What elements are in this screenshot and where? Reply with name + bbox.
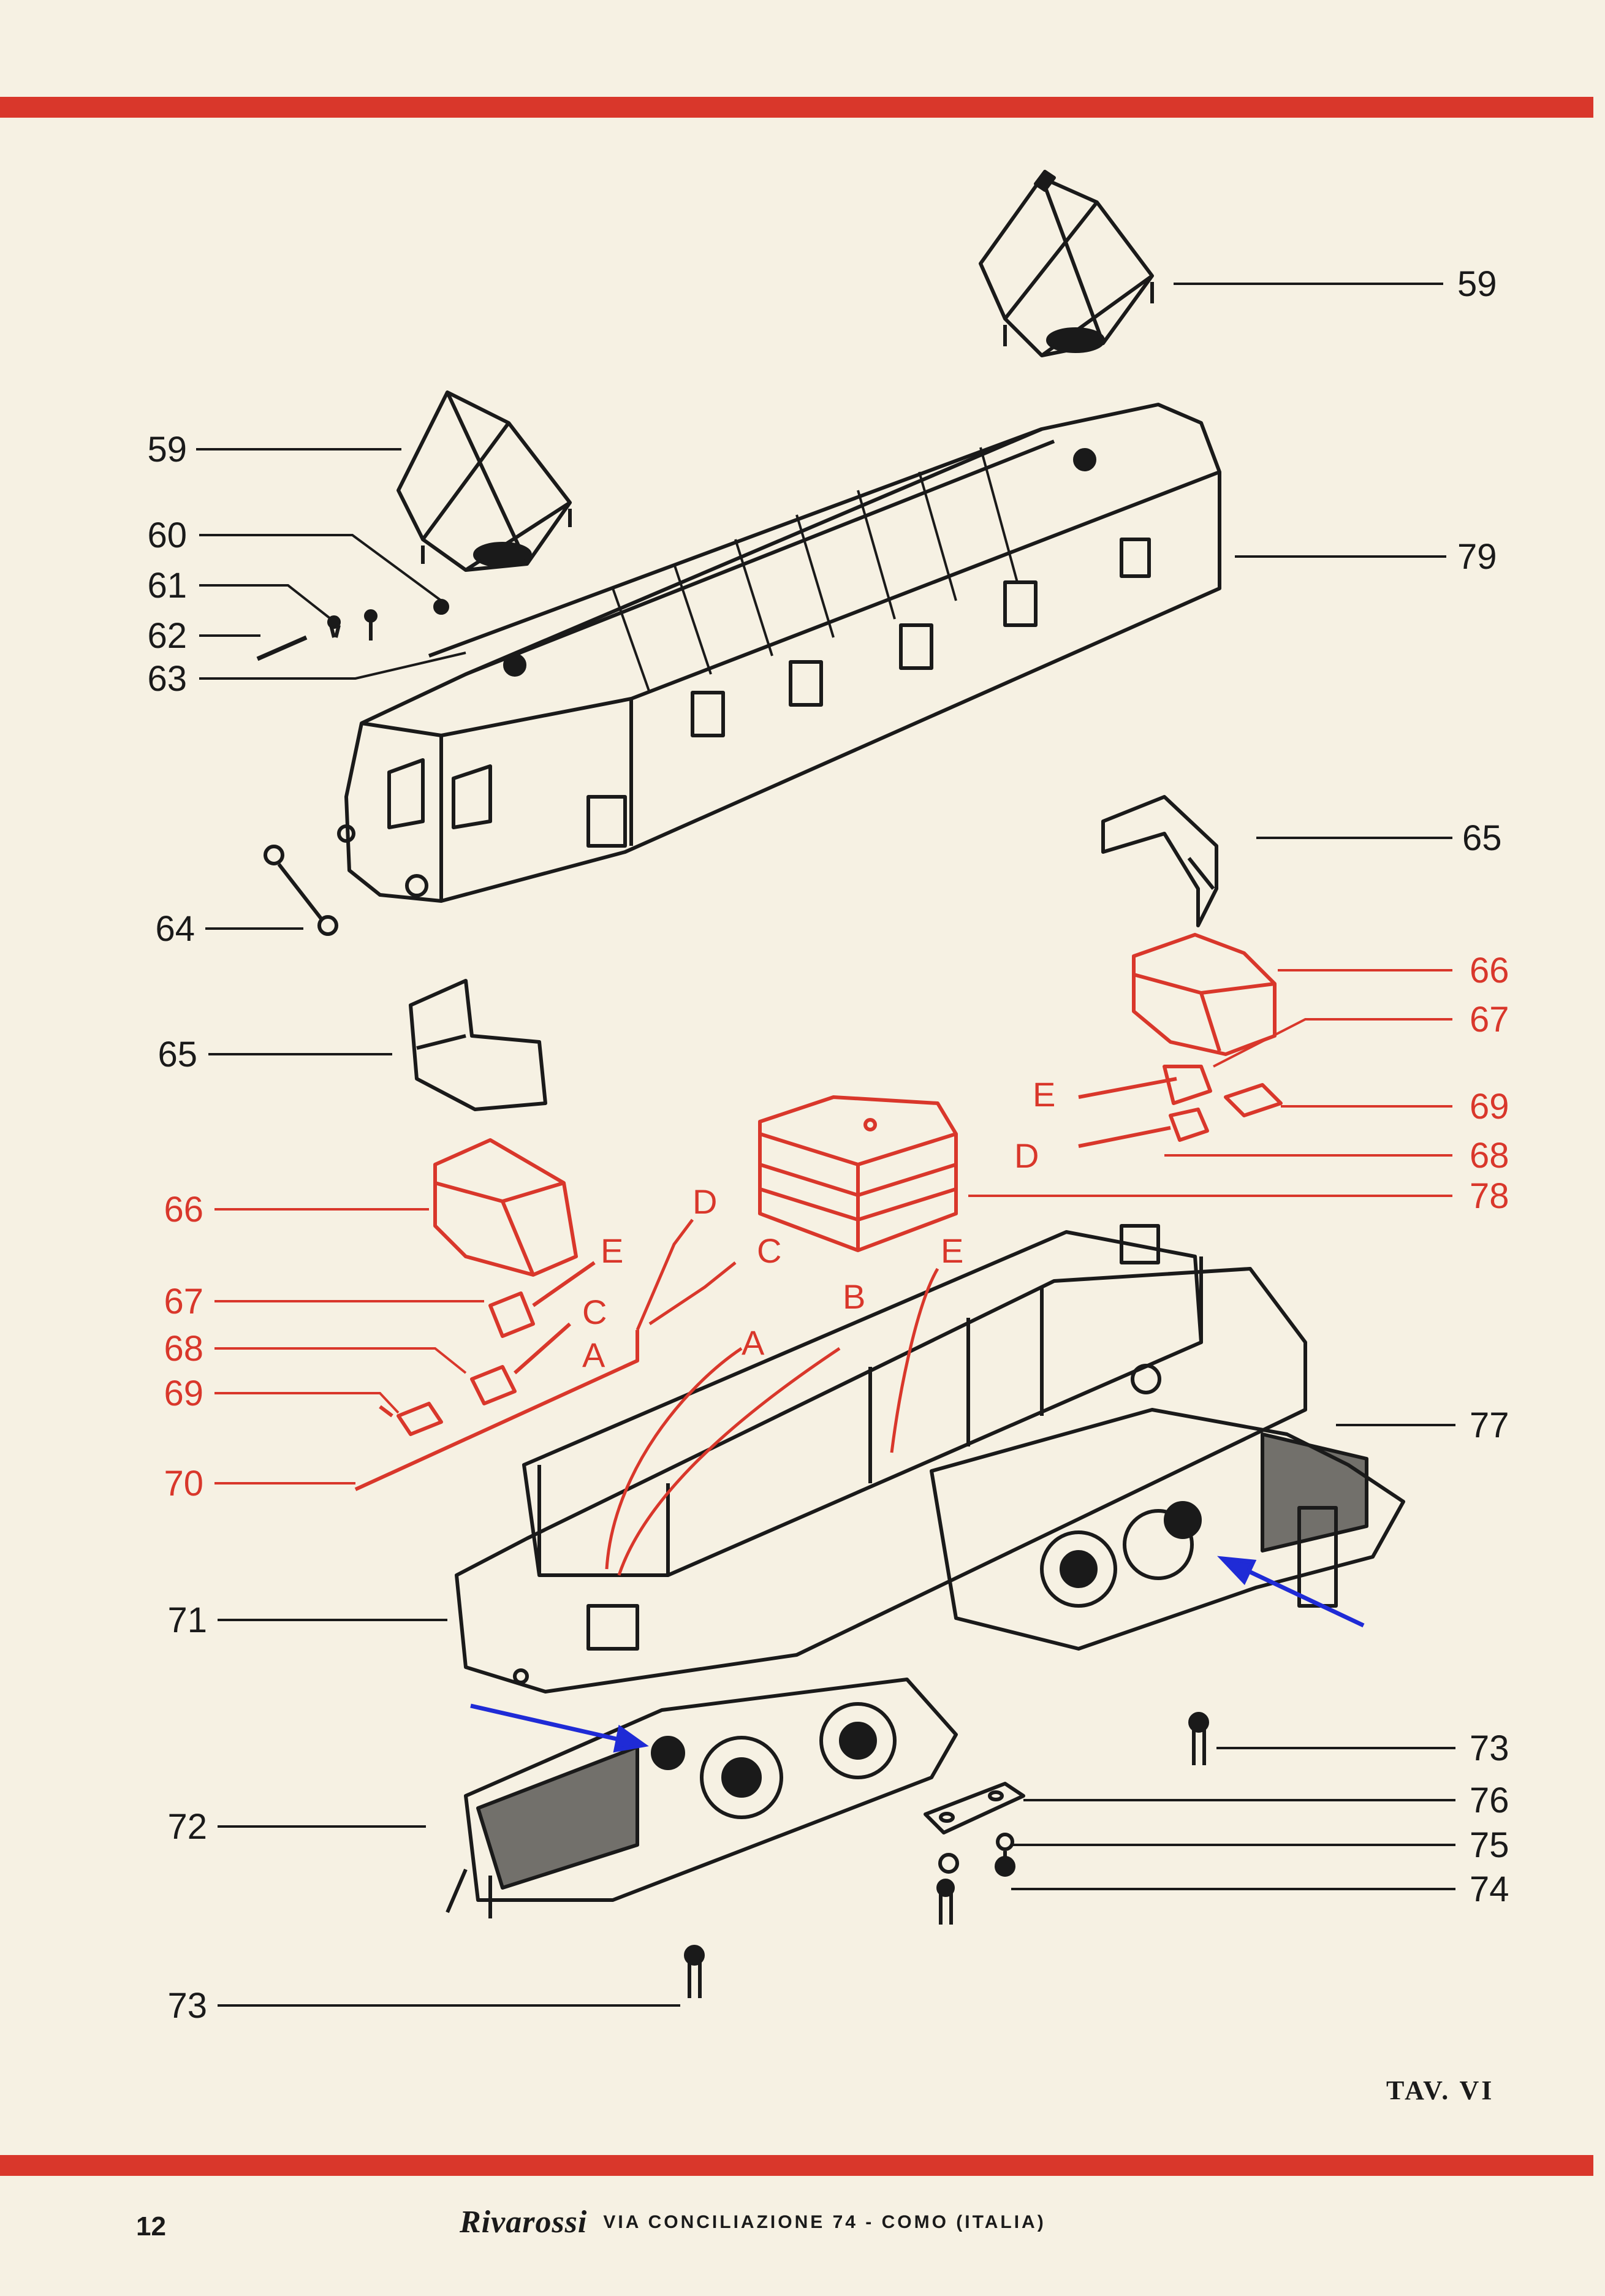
bracket-65-left bbox=[409, 979, 547, 1111]
wire-label-b: B bbox=[843, 1277, 865, 1316]
callout-59-top: 59 bbox=[1457, 264, 1497, 304]
wiring-70 bbox=[605, 1218, 939, 1576]
contact-parts-67-69-left bbox=[354, 1261, 639, 1491]
callout-69-right: 69 bbox=[1470, 1087, 1509, 1127]
callout-62: 62 bbox=[147, 616, 187, 656]
wire-label-e-right: E bbox=[1033, 1075, 1055, 1114]
small-parts-60-63 bbox=[256, 599, 449, 661]
callout-69-left: 69 bbox=[164, 1374, 203, 1413]
brand-logo: Rivarossi bbox=[460, 2205, 588, 2240]
chassis-frame-71 bbox=[455, 1224, 1307, 1693]
motor-cover-66-left bbox=[433, 1138, 578, 1277]
callout-59-left: 59 bbox=[147, 430, 187, 469]
callout-65-right: 65 bbox=[1462, 818, 1502, 858]
callout-79: 79 bbox=[1457, 537, 1497, 577]
wire-label-c-upper: C bbox=[757, 1231, 781, 1270]
callout-74: 74 bbox=[1470, 1869, 1509, 1909]
callout-78: 78 bbox=[1470, 1176, 1509, 1216]
motor-cover-66-right bbox=[1132, 933, 1277, 1056]
part-64 bbox=[264, 845, 338, 936]
locomotive-body-79 bbox=[337, 403, 1221, 903]
bracket-65-right bbox=[1101, 795, 1218, 927]
callout-66-left: 66 bbox=[164, 1190, 203, 1230]
highlight-arrows bbox=[470, 1556, 1365, 1753]
callout-66-right: 66 bbox=[1470, 951, 1509, 990]
plate-label: TAV. VI bbox=[1386, 2075, 1495, 2105]
page-number: 12 bbox=[136, 2211, 166, 2241]
wire-label-a-left: A bbox=[582, 1336, 605, 1374]
callout-71: 71 bbox=[167, 1600, 207, 1640]
wire-label-e-chassis: E bbox=[941, 1231, 963, 1270]
callout-65-left: 65 bbox=[157, 1035, 197, 1074]
top-red-band bbox=[0, 97, 1593, 118]
pantograph-59-left bbox=[397, 390, 572, 572]
callout-73-left: 73 bbox=[167, 1986, 207, 2026]
wire-label-c-lower: C bbox=[582, 1293, 607, 1331]
wire-label-d-right: D bbox=[1014, 1136, 1039, 1175]
bogie-77 bbox=[930, 1408, 1405, 1651]
publisher-address: VIA CONCILIAZIONE 74 - COMO (ITALIA) bbox=[603, 2211, 1046, 2232]
pantograph-59-right bbox=[979, 170, 1154, 357]
callout-73-right: 73 bbox=[1470, 1728, 1509, 1768]
arrow-head-icon bbox=[1217, 1556, 1257, 1586]
callout-61: 61 bbox=[147, 566, 187, 606]
contact-parts-67-69-right bbox=[1078, 1065, 1283, 1148]
publisher-footer: Rivarossi VIA CONCILIAZIONE 74 - COMO (I… bbox=[460, 2204, 1046, 2240]
wire-label-a-right: A bbox=[742, 1323, 765, 1362]
callout-67-left: 67 bbox=[164, 1282, 203, 1321]
wire-label-e-left: E bbox=[601, 1231, 623, 1270]
arrow-head-icon bbox=[613, 1725, 649, 1753]
bottom-red-band bbox=[0, 2155, 1593, 2176]
hardware-73-76 bbox=[684, 1712, 1209, 1998]
magnet-block-78 bbox=[758, 1095, 958, 1252]
callout-63: 63 bbox=[147, 659, 187, 699]
callout-68-right: 68 bbox=[1470, 1136, 1509, 1176]
callout-67-right: 67 bbox=[1470, 1000, 1509, 1040]
callout-64: 64 bbox=[155, 909, 195, 949]
callout-60: 60 bbox=[147, 515, 187, 555]
bogie-72 bbox=[446, 1678, 958, 1918]
callout-70: 70 bbox=[164, 1464, 203, 1503]
wire-label-d-left: D bbox=[692, 1182, 717, 1221]
callout-72: 72 bbox=[167, 1807, 207, 1847]
callout-75: 75 bbox=[1470, 1825, 1509, 1865]
callout-76: 76 bbox=[1470, 1781, 1509, 1820]
callout-77: 77 bbox=[1470, 1405, 1509, 1445]
callout-68-left: 68 bbox=[164, 1329, 203, 1369]
